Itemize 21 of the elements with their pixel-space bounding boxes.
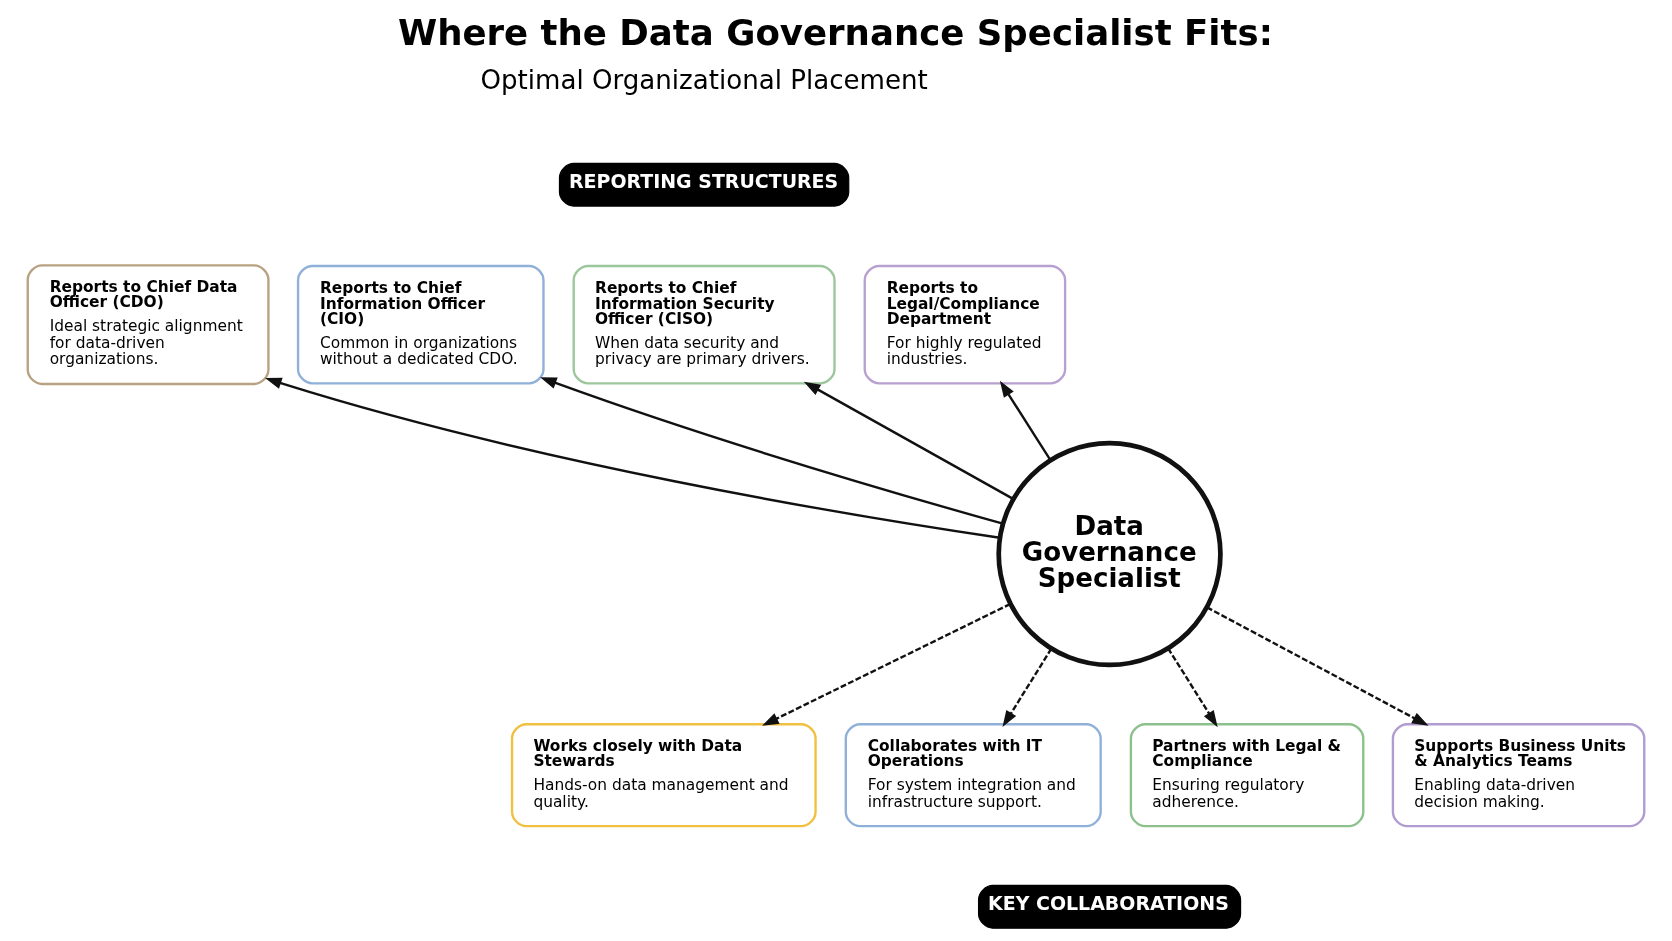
- node-box: Works closely with Data Stewards Hands-on data management and quality.: [510, 723, 817, 828]
- label: KEY COLLABORATIONS: [988, 892, 1229, 915]
- node-box: Collaborates with IT Operations For system integration and infrastructure support.: [844, 723, 1102, 828]
- diagram-title: Where the Data Governance Specialist Fits:: [397, 11, 1273, 53]
- arrow: [540, 377, 1004, 525]
- node-circle: Data Governance Specialist: [996, 440, 1223, 668]
- node-box: Reports to Legal/Compliance Department For highly regulated industries.: [863, 264, 1067, 385]
- arrow: [1002, 648, 1053, 728]
- arrow: [265, 377, 1000, 539]
- label: Optimal Organizational Placement: [480, 65, 928, 96]
- node-box: Supports Business Units & Analytics Teams Enabling data-driven decision making.: [1391, 723, 1646, 828]
- arrow: [803, 381, 1014, 500]
- arrow: [762, 603, 1011, 726]
- arrow: [1206, 606, 1429, 726]
- node-box: Partners with Legal & Compliance Ensuring regulatory adherence.: [1129, 723, 1365, 828]
- arrow: [999, 380, 1052, 461]
- label: REPORTING STRUCTURES: [568, 170, 839, 193]
- node-box: Reports to Chief Information Security Officer (CISO) When data security and privacy are primary drivers.: [572, 264, 836, 385]
- node-box: Reports to Chief Data Officer (CDO) Ideal strategic alignment for data-driven organizations.: [26, 264, 270, 386]
- arrow: [1167, 647, 1218, 728]
- node-box: Reports to Chief Information Officer (CIO) Common in organizations without a dedicated CDO.: [296, 264, 545, 385]
